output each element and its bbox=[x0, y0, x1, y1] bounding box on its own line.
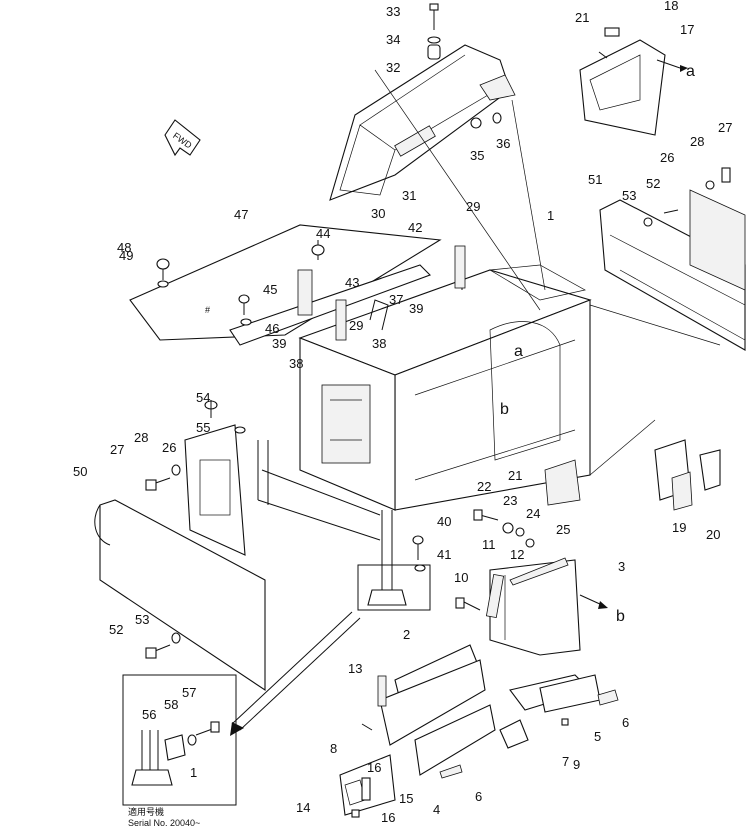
inset-note-line2: Serial No. 20040~ bbox=[128, 818, 200, 828]
inset-detail bbox=[122, 674, 237, 806]
callout-41: 41 bbox=[437, 547, 451, 562]
callout-11: 11 bbox=[482, 537, 496, 552]
callout-51: 51 bbox=[588, 172, 602, 187]
arrow-label-a-frame: a bbox=[514, 343, 523, 360]
callout-39: 39 bbox=[409, 301, 423, 316]
callout-26: 26 bbox=[162, 440, 176, 455]
callout-26: 26 bbox=[660, 150, 674, 165]
callout-22: 22 bbox=[477, 479, 491, 494]
callout-34: 34 bbox=[386, 32, 400, 47]
foot-detail-box bbox=[357, 564, 431, 611]
callout-6: 6 bbox=[622, 715, 629, 730]
callout-50: 50 bbox=[73, 464, 87, 479]
callout-37: 37 bbox=[389, 292, 403, 307]
callout-27: 27 bbox=[110, 442, 124, 457]
callout-18: 18 bbox=[664, 0, 678, 13]
callout-9: 9 bbox=[573, 757, 580, 772]
callout-25: 25 bbox=[556, 522, 570, 537]
callout-45: 45 bbox=[263, 282, 277, 297]
callout-14: 14 bbox=[296, 800, 310, 815]
main-frame bbox=[257, 245, 592, 606]
callout-49: 49 bbox=[119, 248, 133, 263]
callout-16: 16 bbox=[367, 760, 381, 775]
top-cover bbox=[329, 3, 516, 201]
callout-8: 8 bbox=[330, 741, 337, 756]
callout-5: 5 bbox=[594, 729, 601, 744]
arrow-label-b-right: b bbox=[616, 608, 625, 625]
callout-15: 15 bbox=[399, 791, 413, 806]
callout-32: 32 bbox=[386, 60, 400, 75]
callout-16: 16 bbox=[381, 810, 395, 825]
callout-46: 46 bbox=[265, 321, 279, 336]
callout-57: 57 bbox=[182, 685, 196, 700]
callout-6: 6 bbox=[475, 789, 482, 804]
callout-30: 30 bbox=[371, 206, 385, 221]
callout-31: 31 bbox=[402, 188, 416, 203]
callout-2: 2 bbox=[403, 627, 410, 642]
callout-58: 58 bbox=[164, 697, 178, 712]
callout-43: 43 bbox=[345, 275, 359, 290]
callout-28: 28 bbox=[134, 430, 148, 445]
callout-13: 13 bbox=[348, 661, 362, 676]
callout-numbers: 3334321821173536313028272651535247442914… bbox=[73, 0, 732, 825]
leader-arrows bbox=[230, 69, 721, 736]
callout-38: 38 bbox=[372, 336, 386, 351]
upper-right-plate bbox=[579, 27, 688, 136]
callout-29: 29 bbox=[466, 199, 480, 214]
callout-39: 39 bbox=[272, 336, 286, 351]
callout-17: 17 bbox=[680, 22, 694, 37]
bolts-right bbox=[412, 509, 535, 572]
callout-53: 53 bbox=[622, 188, 636, 203]
callout-3: 3 bbox=[618, 559, 625, 574]
callout-10: 10 bbox=[454, 570, 468, 585]
svg-text:#: # bbox=[205, 305, 210, 315]
callout-19: 19 bbox=[672, 520, 686, 535]
lower-plates bbox=[361, 557, 608, 746]
hinge-plates bbox=[654, 439, 721, 511]
callout-53: 53 bbox=[135, 612, 149, 627]
callout-38: 38 bbox=[289, 356, 303, 371]
top-plate: # bbox=[129, 224, 442, 346]
callout-35: 35 bbox=[470, 148, 484, 163]
callout-54: 54 bbox=[196, 390, 210, 405]
callout-20: 20 bbox=[706, 527, 720, 542]
callout-21: 21 bbox=[508, 468, 522, 483]
callout-23: 23 bbox=[503, 493, 517, 508]
callout-48: 48 bbox=[117, 240, 131, 255]
arrow-label-a-top: a bbox=[686, 63, 695, 80]
callout-52: 52 bbox=[109, 622, 123, 637]
callout-27: 27 bbox=[718, 120, 732, 135]
fwd-badge: FWD bbox=[164, 119, 201, 157]
callout-47: 47 bbox=[234, 207, 248, 222]
callout-24: 24 bbox=[526, 506, 540, 521]
callout-29: 29 bbox=[349, 318, 363, 333]
callout-40: 40 bbox=[437, 514, 451, 529]
right-panel bbox=[599, 167, 746, 351]
callout-21: 21 bbox=[575, 10, 589, 25]
arrow-label-b-frame: b bbox=[500, 401, 509, 418]
callout-33: 33 bbox=[386, 4, 400, 19]
callout-55: 55 bbox=[196, 420, 210, 435]
callout-12: 12 bbox=[510, 547, 524, 562]
callout-44: 44 bbox=[316, 226, 330, 241]
callout-4: 4 bbox=[433, 802, 440, 817]
callout-36: 36 bbox=[496, 136, 510, 151]
callout-28: 28 bbox=[690, 134, 704, 149]
callout-7: 7 bbox=[562, 754, 569, 769]
callout-1: 1 bbox=[547, 208, 554, 223]
callout-52: 52 bbox=[646, 176, 660, 191]
inset-note-line1: 適用号機 bbox=[128, 806, 164, 817]
callout-42: 42 bbox=[408, 220, 422, 235]
bottom-parts bbox=[339, 674, 619, 818]
callout-56: 56 bbox=[142, 707, 156, 722]
callout-1: 1 bbox=[190, 765, 197, 780]
left-panels bbox=[94, 400, 266, 692]
